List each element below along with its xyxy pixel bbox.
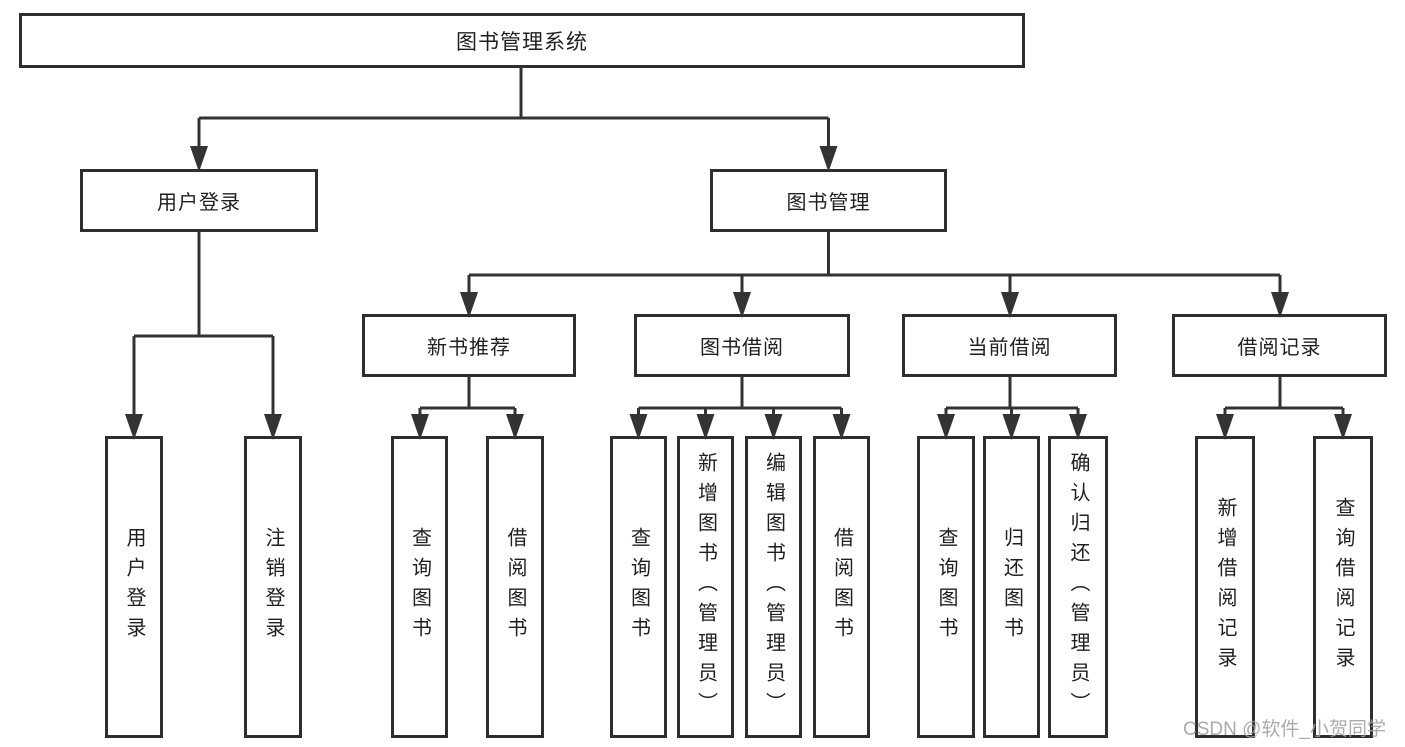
node-library-management-system: 图书管理系统 xyxy=(19,13,1025,68)
node-borrow-books-borrow: 借阅图书 xyxy=(813,436,870,738)
node-confirm-return-admin: 确认归还（管理员） xyxy=(1048,436,1108,738)
node-label: 新增图书（管理员） xyxy=(694,452,717,722)
node-label: 用户登录 xyxy=(157,192,241,214)
watermark: CSDN @软件_小贺同学 xyxy=(1183,719,1386,740)
node-label: 查询图书 xyxy=(627,527,650,647)
node-label: 图书管理系统 xyxy=(456,30,588,54)
node-new-book-recommend: 新书推荐 xyxy=(362,314,576,377)
node-query-books-borrow: 查询图书 xyxy=(610,436,667,738)
connector-bookborrow-leaves xyxy=(637,377,843,418)
node-current-borrow: 当前借阅 xyxy=(902,314,1117,377)
connector-currentborrow-leaves xyxy=(944,377,1080,418)
node-user-login: 用户登录 xyxy=(80,169,318,232)
connector-userlogin-leaves xyxy=(132,232,275,418)
node-label: 当前借阅 xyxy=(967,337,1052,359)
node-borrow-records: 借阅记录 xyxy=(1172,314,1387,377)
node-label: 借阅记录 xyxy=(1237,337,1322,359)
node-label: 编辑图书（管理员） xyxy=(762,452,785,722)
node-label: 查询图书 xyxy=(935,527,957,647)
node-label: 图书借阅 xyxy=(700,337,784,359)
connector-borrowrecords-leaves xyxy=(1223,377,1345,418)
node-book-management: 图书管理 xyxy=(710,169,947,232)
node-edit-book-admin: 编辑图书（管理员） xyxy=(745,436,802,738)
node-return-book: 归还图书 xyxy=(983,436,1040,738)
connector-bookmgmt-level3 xyxy=(467,232,1282,296)
node-query-borrow-record: 查询借阅记录 xyxy=(1313,436,1373,738)
node-label: 确认归还（管理员） xyxy=(1067,452,1089,722)
node-label: 查询图书 xyxy=(408,527,431,647)
node-add-borrow-record: 新增借阅记录 xyxy=(1195,436,1255,738)
node-label: 新书推荐 xyxy=(427,337,511,359)
node-label: 注销登录 xyxy=(262,527,284,647)
node-label: 图书管理 xyxy=(786,192,871,214)
node-book-borrow: 图书借阅 xyxy=(634,314,850,377)
connector-newbook-leaves xyxy=(418,377,517,418)
node-label: 查询借阅记录 xyxy=(1332,497,1354,677)
node-query-books-new: 查询图书 xyxy=(391,436,448,738)
node-label: 新增借阅记录 xyxy=(1214,497,1236,677)
node-label: 借阅图书 xyxy=(830,527,853,647)
node-borrow-books-new: 借阅图书 xyxy=(486,436,544,738)
node-label: 借阅图书 xyxy=(504,527,526,647)
node-query-books-current: 查询图书 xyxy=(917,436,975,738)
connector-root-level2 xyxy=(197,68,830,150)
node-label: 归还图书 xyxy=(1000,527,1023,647)
node-logout-leaf: 注销登录 xyxy=(244,436,302,738)
node-user-login-leaf: 用户登录 xyxy=(105,436,163,738)
node-add-book-admin: 新增图书（管理员） xyxy=(677,436,734,738)
node-label: 用户登录 xyxy=(123,527,145,647)
